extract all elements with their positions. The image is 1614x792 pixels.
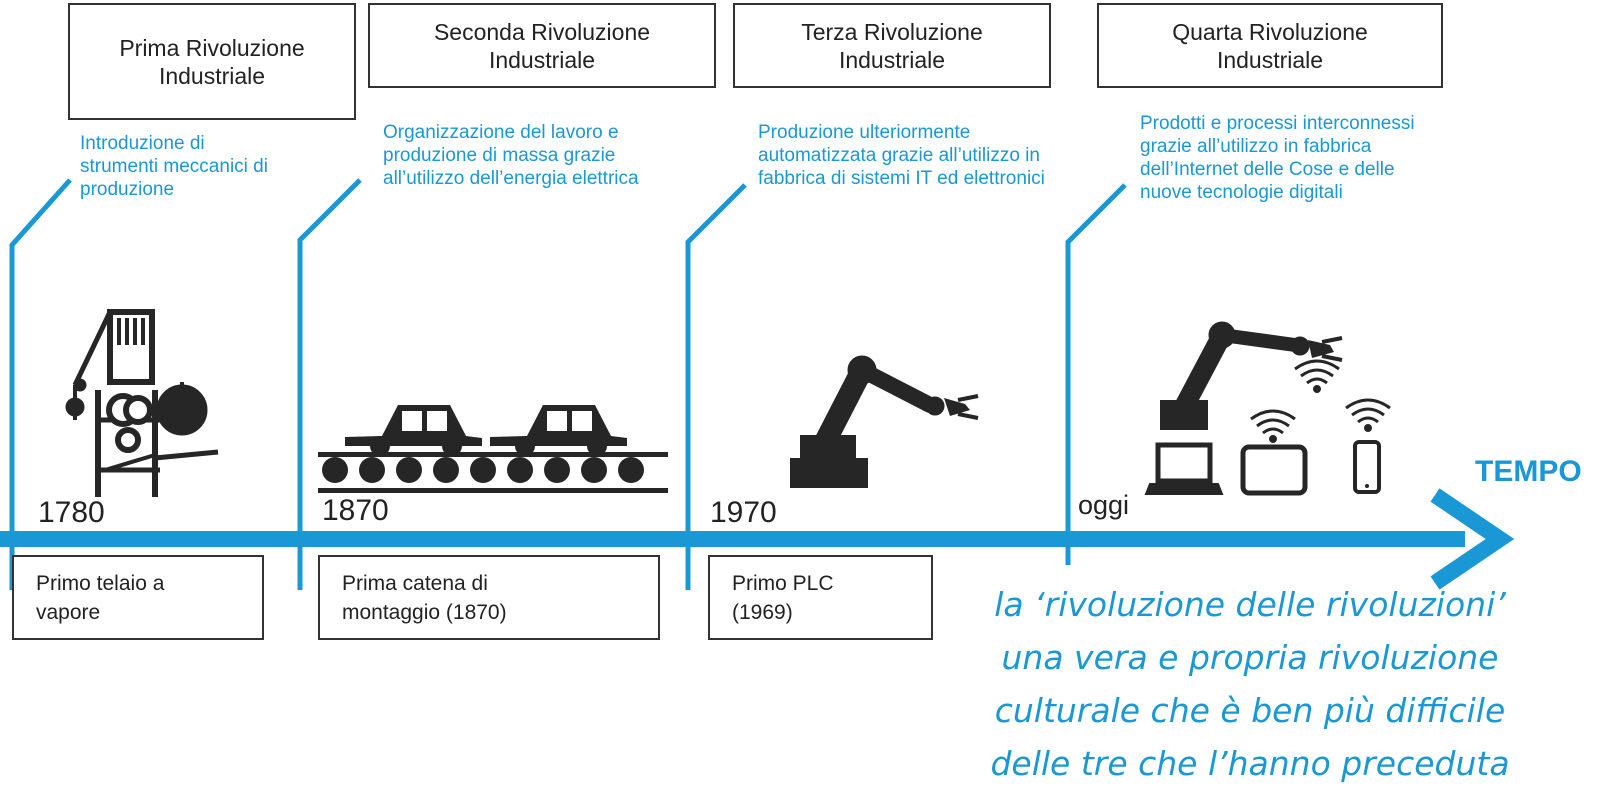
header-box-3: Terza Rivoluzione Industriale [733,3,1051,88]
wifi-icons [1250,359,1391,443]
closing-quote: la ‘rivoluzione delle rivoluzioni’ una v… [900,578,1600,790]
connector-1 [9,178,72,590]
header-label-4: Quarta Rivoluzione Industriale [1172,18,1368,73]
header-box-1: Prima Rivoluzione Industriale [68,3,356,120]
axis-label-tempo: TEMPO [1475,455,1582,488]
assembly-line-icon [318,405,668,493]
description-2: Organizzazione del lavoro e produzione d… [383,122,639,189]
milestone-box-3: Primo PLC (1969) [708,555,933,640]
connector-3 [685,183,747,590]
quote-line-1: la ‘rivoluzione delle rivoluzioni’ [994,585,1506,624]
time-axis-line [0,531,1465,547]
robot-arm-icon [790,355,979,488]
connector-4 [1065,183,1127,565]
header-box-4: Quarta Rivoluzione Industriale [1097,3,1443,88]
steam-loom-icon [65,309,219,497]
laptop-icon [1144,442,1224,495]
time-arrow-head [1430,488,1515,590]
time-arrow [0,488,1515,590]
timeline-connectors [9,178,1127,590]
phone-icon [1353,440,1381,494]
milestone-box-1: Primo telaio a vapore [12,555,264,640]
description-4: Prodotti e processi interconnessi grazie… [1140,113,1415,203]
milestone-box-2: Prima catena di montaggio (1870) [318,555,660,640]
quote-line-2: una vera e propria rivoluzione [1001,638,1499,677]
year-1870: 1870 [322,494,389,527]
description-3: Produzione ulteriormente automatizzata g… [758,122,1045,189]
year-1780: 1780 [38,496,105,529]
quote-line-3: culturale che è ben più difficile [994,691,1506,730]
header-label-3: Terza Rivoluzione Industriale [801,18,983,73]
header-label-2: Seconda Rivoluzione Industriale [433,18,651,73]
quote-line-4: delle tre che l’hanno preceduta [990,744,1510,783]
header-label-1: Prima Rivoluzione Industriale [119,34,305,89]
tablet-icon [1240,444,1308,496]
milestone-label-1: Primo telaio a vapore [36,572,165,624]
year-1970: 1970 [710,496,777,529]
header-box-2: Seconda Rivoluzione Industriale [368,3,716,88]
year-oggi: oggi [1078,490,1130,520]
description-1: Introduzione di strumenti meccanici di p… [80,133,268,200]
milestone-label-3: Primo PLC (1969) [732,572,834,624]
connector-2 [297,178,362,590]
connected-factory-icon [1144,321,1391,496]
milestone-label-2: Prima catena di montaggio (1870) [342,572,507,624]
